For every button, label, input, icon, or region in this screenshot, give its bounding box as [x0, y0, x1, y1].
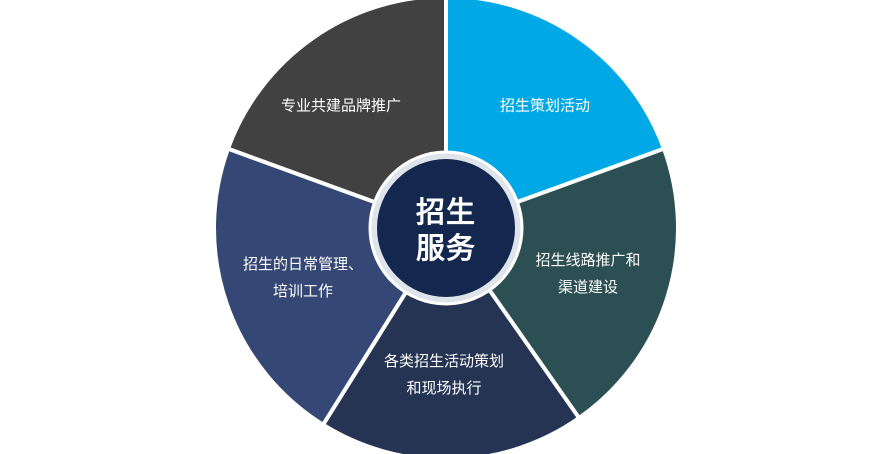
- segment-label-right-line-2: 渠道建设: [558, 278, 618, 296]
- segment-top-right: [444, 0, 667, 230]
- segment-label-top-right-line-1: 招生策划活动: [500, 97, 590, 115]
- segment-label-bottom-line-2: 和现场执行: [406, 379, 481, 397]
- segment-label-bottom-line-1: 各类招生活动策划: [384, 352, 504, 370]
- segment-label-left-line-2: 培训工作: [273, 282, 333, 300]
- segment-label-top-left-line-1: 专业共建品牌推广: [281, 97, 401, 115]
- segment-bottom: [321, 226, 582, 454]
- segment-top-left: [225, 0, 448, 230]
- center-title-line-2: 服务: [416, 231, 476, 265]
- center-title-line-1: 招生: [416, 195, 476, 229]
- segment-label-right-line-1: 招生线路推广和: [535, 251, 640, 269]
- segment-label-left-line-1: 招生的日常管理、: [243, 255, 363, 273]
- center-circle: [377, 159, 515, 297]
- center-hub: 招生 服务: [368, 150, 524, 306]
